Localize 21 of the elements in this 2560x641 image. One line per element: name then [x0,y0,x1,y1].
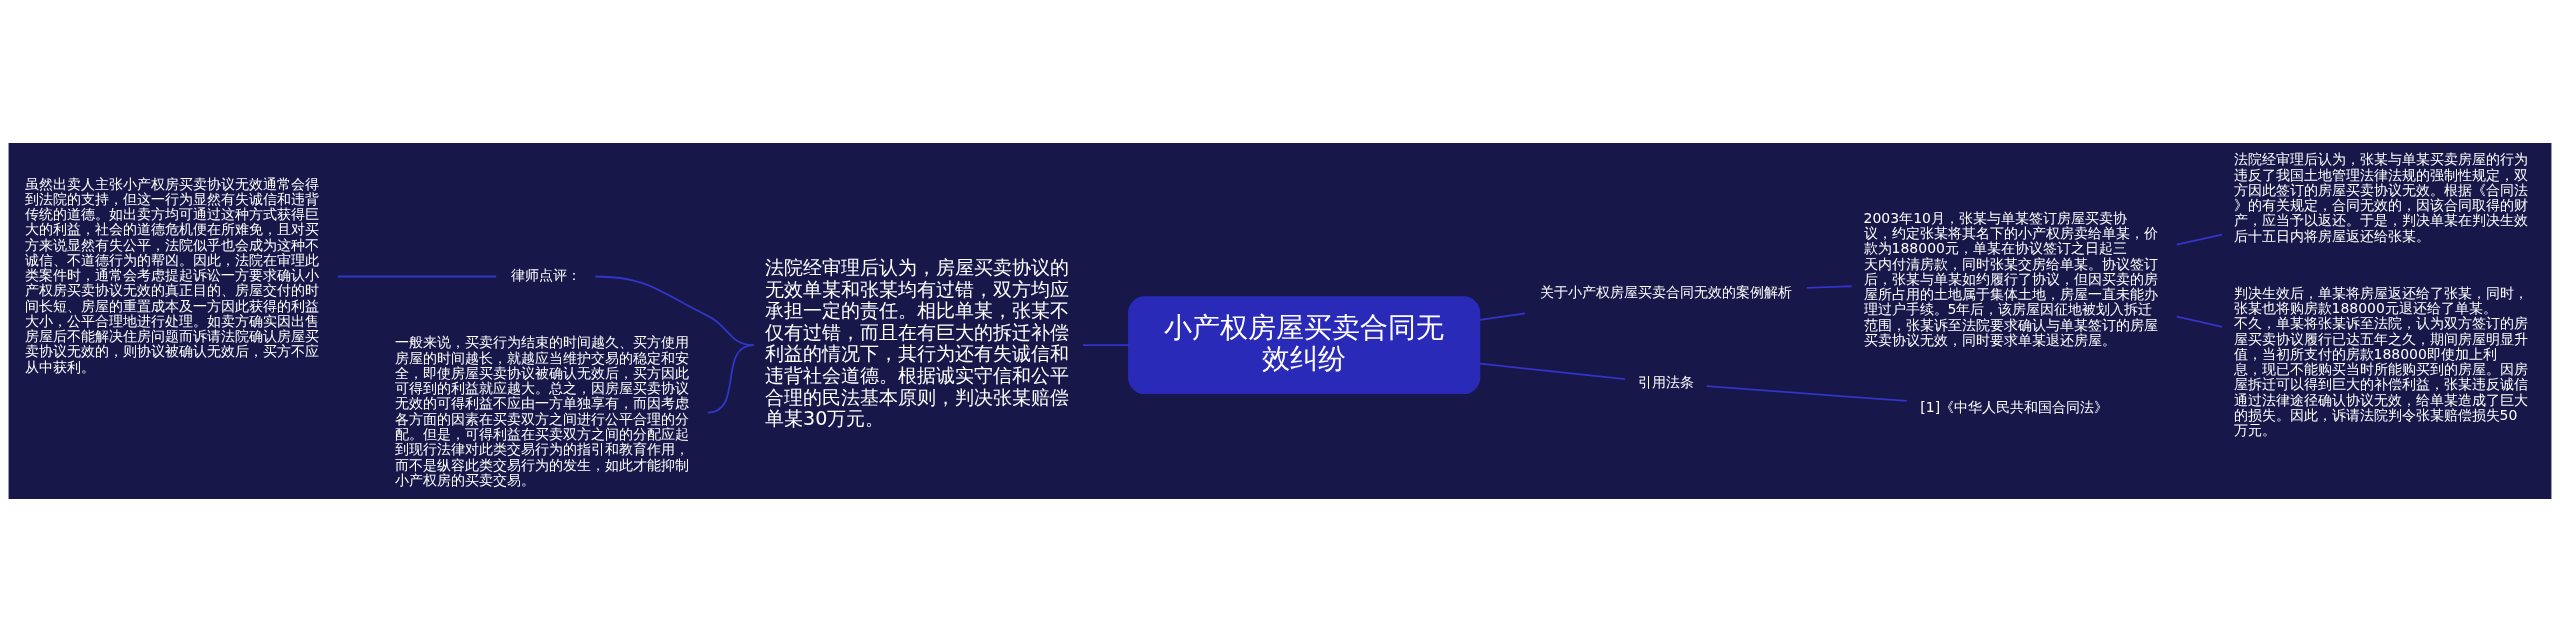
node-text: 引用法条 [1637,373,1694,390]
connector [337,275,498,277]
node-text: 法院经审理后认为，房屋买卖协议的无效单某和张某均有过错，双方均应承担一定的责任。相比单某，张某不仅有过错，而且在有巨大的拆迁补偿利益的情况下，其行为还有失诚信和违背社会道德。根据诚实守信和公平合理的民法基本原则，判决张某赔偿单某30万元。 [765,255,1070,429]
connector [1478,362,1627,380]
connector [1705,384,1908,402]
node-box: 小产权房屋买卖合同无效纠纷 [1128,295,1481,394]
connector [2175,233,2223,245]
connector [1082,343,1130,346]
node-text: 虽然出卖人主张小产权房买卖协议无效通常会得到法院的支持，但这一行为显然有失诚信和违背传统的道德。如出卖方均可通过这种方式获得巨大的利益，社会的道德危机便在所难免，且对买方来说显然有失公平，法院似乎也会成为这种不诚信、不道德行为的帮凶。因此，法院在审理此类案件时，通常会考虑提起诉讼一方要求确认小产权房买卖协议无效的真正目的、房屋交付的时间长短、房屋的重置成本及一方因此获得的利益大小，公平合理地进行处理。如卖方确实因出售房屋后不能解决住房问题而诉请法院确认房屋买卖协议无效的，则协议被确认无效后，买方不应从中获利。 [25,175,320,375]
node-text: 律师点评： [510,266,581,283]
node-text: 法院经审理后认为，张某与单某买卖房屋的行为违反了我国土地管理法律法规的强制性规定，双方因此签订的房屋买卖协议无效。根据《合同法》的有关规定，合同无效的，因该合同取得的财产，应当予以返还。于是，判决单某在判决生效后十五日内将房屋返还给张某。 [2233,150,2528,244]
connector [1805,284,1853,289]
node-text: 判决生效后，单某将房屋返还给了张某，同时，张某也将购房款188000元退还给了单某。不久，单某将张某诉至法院，认为双方签订的房屋买卖协议履行已达五年之久，期间房屋明显升值，当初所支付的房款188000即使加上利息，现已不能购买当时所能购买到的房屋。因房屋拆迁可以得到巨大的补偿利益，张某违反诚信通过法律途径确认协议无效，给单某造成了巨大的损失。因此，诉请法院判令张某赔偿损失50万元。 [2233,284,2528,438]
connector [594,275,755,346]
connector [1478,311,1526,321]
node-text: [1]《中华人民共和国合同法》 [1920,398,2109,415]
node-text: 2003年10月，张某与单某签订房屋买卖协议，约定张某将其名下的小产权房卖给单某，价款为188000元，单某在协议签订之日起三天内付清房款，同时张某交房给单某。协议签订后，张某与单某如约履行了协议，但因买卖的房屋所占用的土地属于集体土地，房屋一直未能办理过户手续。5年后，该房屋因征地被划入拆迁范围，张某诉至法院要求确认与单某签订的房屋买卖协议无效，同时要求单某退还房屋。 [1863,209,2158,348]
connector [2175,315,2223,328]
node-text: 一般来说，买卖行为结束的时间越久、买方使用房屋的时间越长，就越应当维护交易的稳定和安全，即使房屋买卖协议被确认无效后，买方因此可得到的利益就应越大。总之，因房屋买卖协议无效的可得利益不应由一方单独享有，而因考虑各方面的因素在买卖双方之间进行公平合理的分配。但是，可得利益在买卖双方之间的分配应起到现行法律对此类交易行为的指引和教育作用，而不是纵容此类交易行为的发生，如此才能抑制小产权房的买卖交易。 [395,333,690,488]
node-text: 关于小产权房屋买卖合同无效的案例解析 [1539,283,1792,300]
connector [706,343,755,413]
